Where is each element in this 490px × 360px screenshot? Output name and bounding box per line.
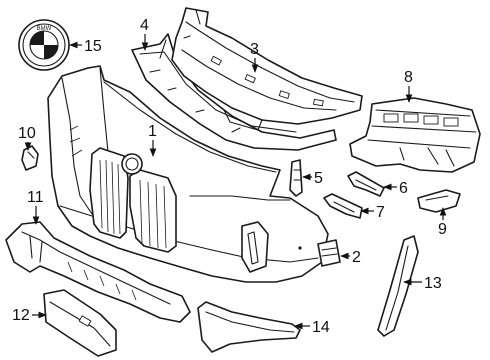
callout-10-label: 10 (18, 125, 36, 142)
callout-1-label: 1 (148, 123, 157, 140)
callout-3: 3 (250, 41, 259, 73)
callout-10: 10 (18, 125, 36, 151)
part-14-lower-deflector (197, 301, 301, 353)
callout-11: 11 (27, 189, 44, 225)
part-13-trim-strip (377, 235, 419, 337)
callout-14-label: 14 (312, 319, 330, 336)
callout-13: 13 (403, 275, 442, 292)
emblem-lettering: BMW (37, 26, 52, 32)
part-9-bracket (417, 189, 461, 213)
part-11-lower-support (5, 221, 191, 323)
part-12-lower-panel (43, 289, 117, 357)
part-7-guide (323, 193, 363, 219)
callout-11-label: 11 (27, 189, 44, 206)
callout-9-label: 9 (438, 221, 447, 238)
callout-12: 12 (12, 307, 47, 324)
callout-3-label: 3 (250, 41, 259, 58)
callout-15: 15 (69, 38, 102, 55)
part-8-side-grille (349, 97, 481, 173)
callout-2-label: 2 (352, 249, 361, 266)
callout-15-label: 15 (84, 38, 102, 55)
part-6-guide (347, 171, 385, 197)
part-10-clip (21, 145, 39, 171)
part-2-sensor (317, 239, 341, 267)
callout-4: 4 (140, 17, 149, 51)
callout-8: 8 (404, 69, 413, 103)
callout-6: 6 (383, 180, 408, 197)
callout-13-label: 13 (424, 275, 442, 292)
callout-9: 9 (438, 207, 447, 238)
callout-7-label: 7 (376, 204, 385, 221)
callout-8-label: 8 (404, 69, 413, 86)
callout-5: 5 (302, 170, 323, 187)
part-15-emblem: BMW (18, 19, 70, 71)
callout-5-label: 5 (314, 170, 323, 187)
part-3-upper-carrier (171, 7, 363, 131)
callout-1: 1 (148, 123, 157, 157)
callout-2: 2 (340, 249, 361, 266)
callout-4-label: 4 (140, 17, 149, 34)
callout-14: 14 (294, 319, 330, 336)
callout-6-label: 6 (399, 180, 408, 197)
part-5-bracket (289, 159, 303, 197)
callout-7: 7 (360, 204, 385, 221)
callout-12-label: 12 (12, 307, 30, 324)
part-1-bumper-cover (47, 65, 329, 283)
